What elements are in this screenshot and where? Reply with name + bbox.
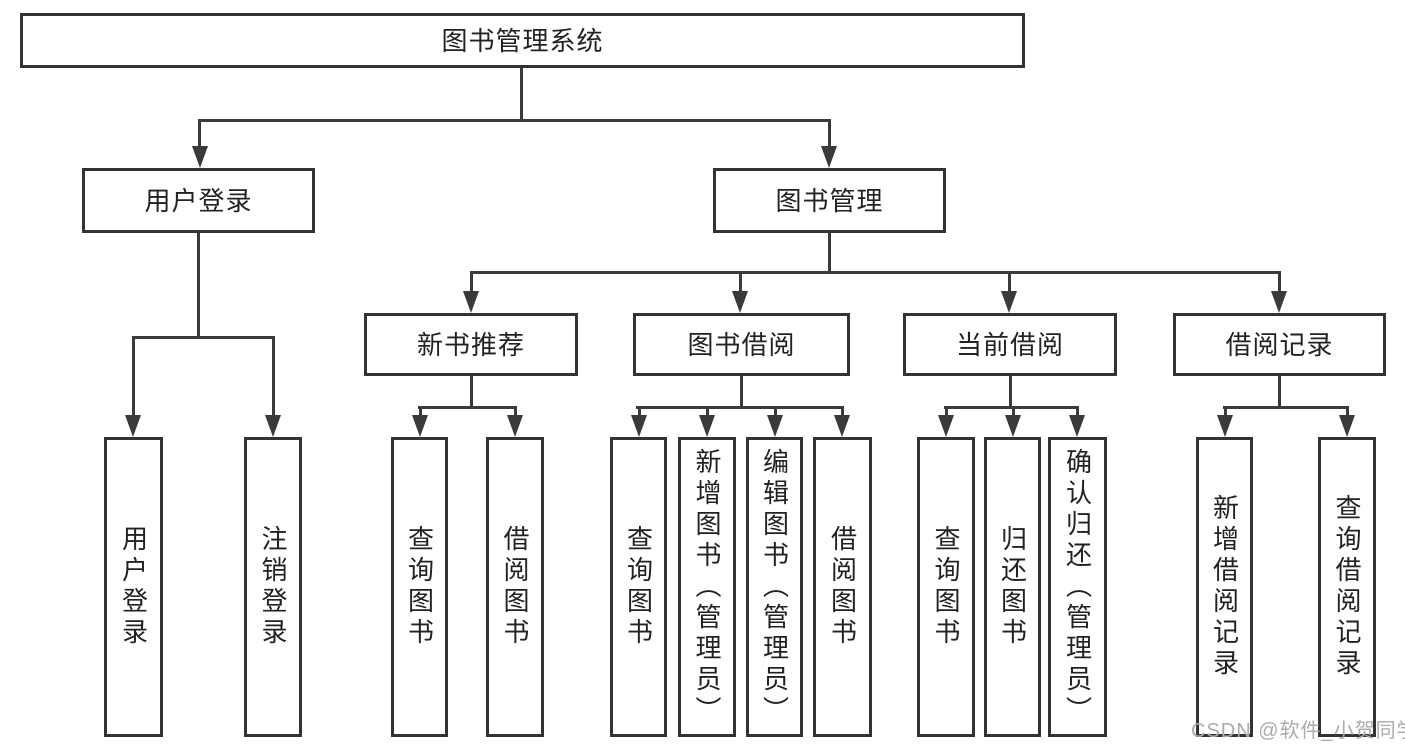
leaf-borrow-books-borrowing-label: 借阅图书 [827,525,858,649]
connector-line [1223,406,1348,409]
leaf-user-login: 用户登录 [104,437,163,737]
leaf-confirm-return-admin: 确认归还（管理员） [1048,437,1107,737]
node-book-borrowing-label: 图书借阅 [687,329,796,360]
node-book-management: 图书管理 [713,168,946,233]
connector-line [514,406,517,418]
connector-line [828,233,831,274]
connector-line [1076,406,1079,418]
leaf-confirm-return-admin-label: 确认归还（管理员） [1062,447,1093,727]
connector-line [944,406,1079,409]
connector-line [1278,376,1281,409]
connector-line [706,406,709,418]
connector-line [197,233,200,338]
connector-arrowhead [265,415,281,437]
connector-line [1224,406,1227,418]
node-current-borrowing: 当前借阅 [903,313,1117,376]
connector-line [774,406,777,418]
connector-arrowhead [1339,415,1355,437]
connector-line [132,339,135,415]
connector-line [841,406,844,418]
connector-line [1009,376,1012,409]
connector-line [636,406,844,409]
connector-arrowhead [1001,291,1017,313]
leaf-borrow-books-borrowing: 借阅图书 [813,437,872,737]
leaf-add-borrow-record: 新增借阅记录 [1196,437,1253,737]
leaf-add-books-admin-label: 新增图书（管理员） [692,447,722,727]
connector-line [470,274,473,294]
leaf-add-borrow-record-label: 新增借阅记录 [1209,494,1240,680]
connector-line [945,406,948,418]
connector-arrowhead [938,415,954,437]
leaf-return-books: 归还图书 [984,437,1041,737]
leaf-query-borrow-record-label: 查询借阅记录 [1332,494,1362,680]
leaf-query-books-current: 查询图书 [917,437,975,737]
connector-arrowhead [412,415,428,437]
connector-line [198,119,831,122]
node-root-label: 图书管理系统 [441,25,604,56]
connector-line [272,339,275,415]
node-new-book-recommendation: 新书推荐 [364,313,578,376]
leaf-query-books-current-label: 查询图书 [931,525,961,649]
connector-arrowhead [125,415,141,437]
watermark: CSDN @软件_小贺同学 [1191,720,1405,742]
connector-line [470,376,473,409]
node-user-login: 用户登录 [82,168,315,233]
leaf-return-books-label: 归还图书 [997,525,1028,649]
connector-arrowhead [834,415,850,437]
node-borrowing-records: 借阅记录 [1173,313,1386,376]
leaf-query-books-recommend: 查询图书 [391,437,448,737]
leaf-user-login-label: 用户登录 [118,525,149,649]
connector-arrowhead [699,415,715,437]
connector-arrowhead [1005,415,1021,437]
leaf-query-borrow-record: 查询借阅记录 [1318,437,1376,737]
leaf-borrow-books-recommend: 借阅图书 [486,437,544,737]
connector-line [1278,274,1281,294]
connector-line [828,122,831,148]
connector-line [1012,406,1015,418]
node-root: 图书管理系统 [20,13,1025,68]
node-new-book-recommendation-label: 新书推荐 [416,329,525,360]
connector-line [419,406,422,418]
connector-line [132,336,275,339]
connector-line [520,68,523,119]
connector-arrowhead [507,415,523,437]
connector-arrowhead [767,415,783,437]
leaf-add-books-admin: 新增图书（管理员） [678,437,736,737]
node-current-borrowing-label: 当前借阅 [955,329,1064,360]
connector-arrowhead [631,415,647,437]
leaf-query-books-borrowing: 查询图书 [610,437,667,737]
connector-line [198,122,201,148]
node-book-borrowing: 图书借阅 [633,313,850,376]
connector-arrowhead [463,291,479,313]
leaf-query-books-recommend-label: 查询图书 [404,525,435,649]
connector-arrowhead [732,291,748,313]
connector-line [739,274,742,294]
node-user-login-label: 用户登录 [144,185,253,216]
connector-arrowhead [821,146,837,168]
leaf-edit-books-admin: 编辑图书（管理员） [746,437,803,737]
leaf-logout-login: 注销登录 [244,437,302,737]
node-book-management-label: 图书管理 [775,185,884,216]
connector-line [740,376,743,409]
leaf-borrow-books-recommend-label: 借阅图书 [500,525,530,649]
connector-arrowhead [1217,415,1233,437]
leaf-edit-books-admin-label: 编辑图书（管理员） [759,447,790,727]
connector-arrowhead [1069,415,1085,437]
connector-line [1008,274,1011,294]
node-borrowing-records-label: 借阅记录 [1225,329,1334,360]
connector-arrowhead [1271,291,1287,313]
connector-line [638,406,641,418]
leaf-logout-login-label: 注销登录 [258,525,288,649]
connector-line [1346,406,1349,418]
connector-arrowhead [192,146,208,168]
connector-line [470,271,1281,274]
leaf-query-books-borrowing-label: 查询图书 [623,525,654,649]
connector-line [418,406,516,409]
